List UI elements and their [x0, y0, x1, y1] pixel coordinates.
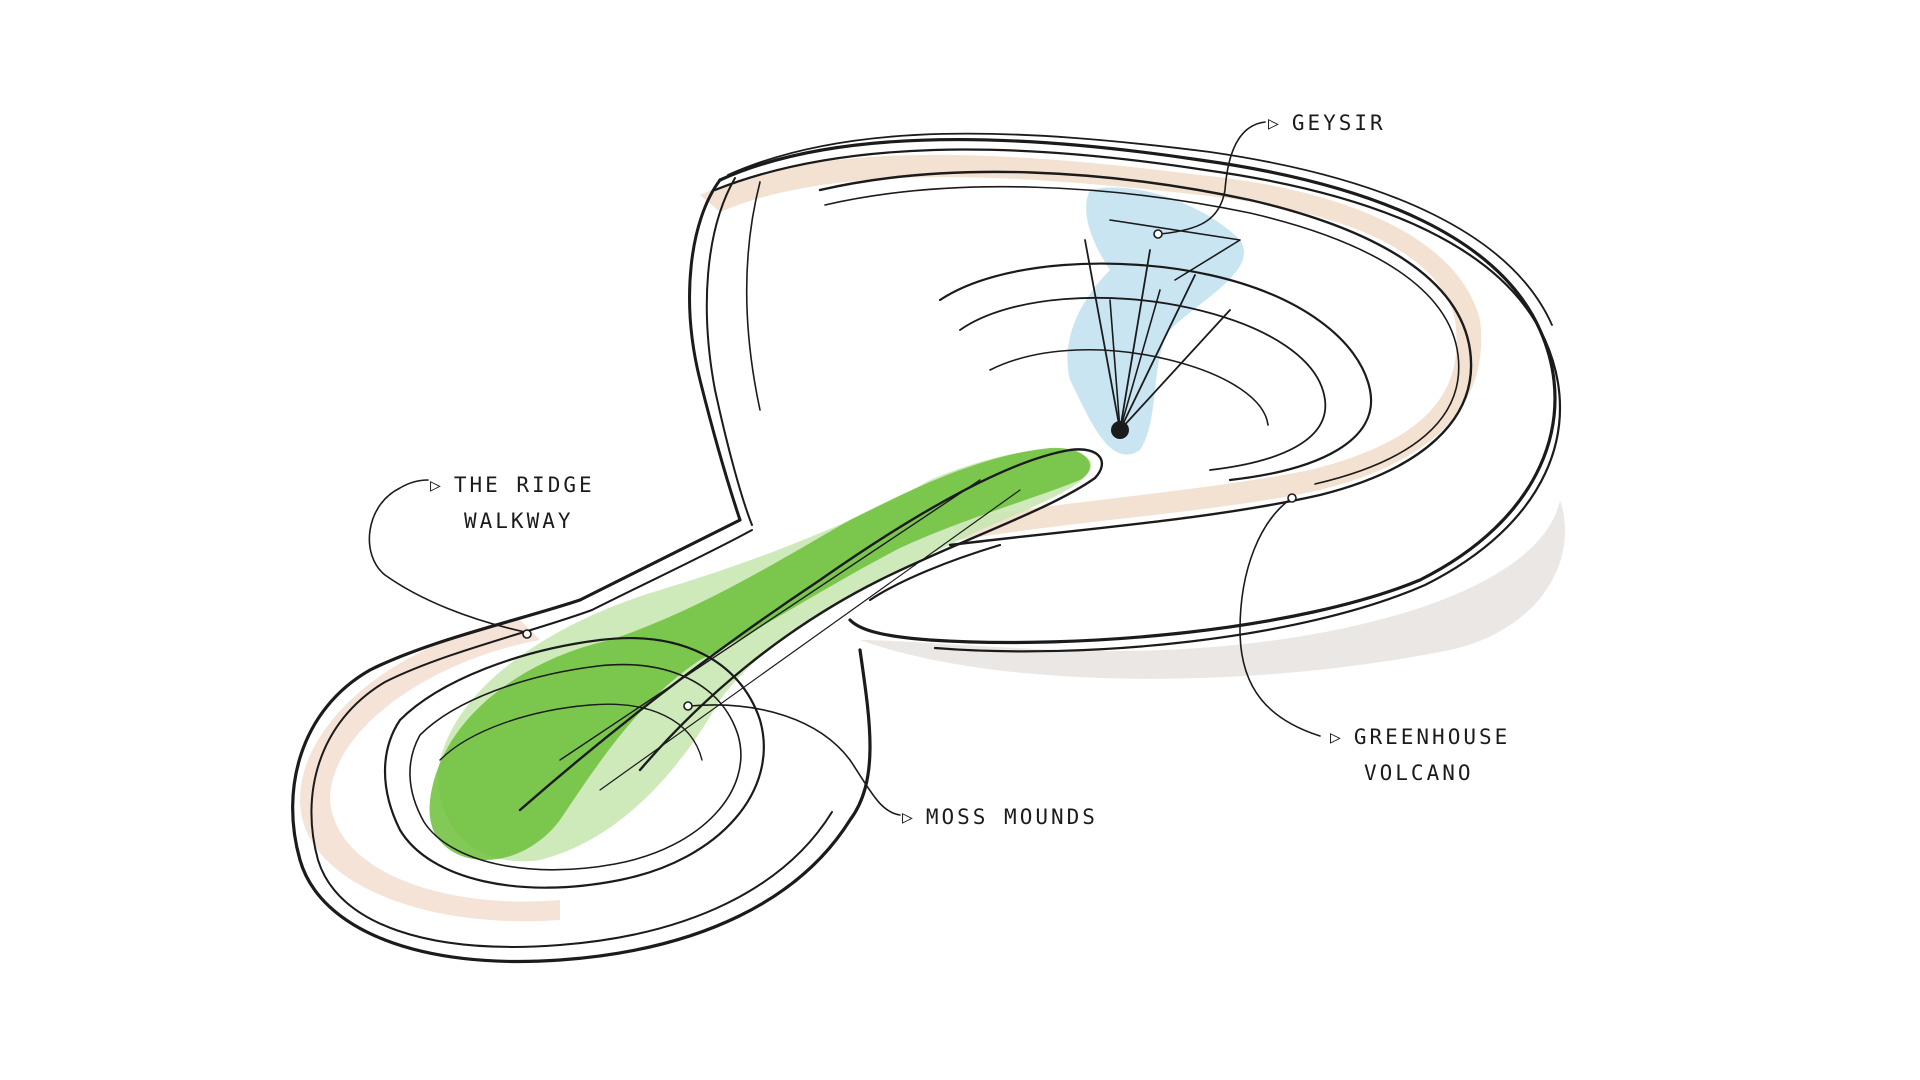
label-geysir: ▷ GEYSIR	[1268, 106, 1386, 142]
arrow-marker-icon: ▷	[1268, 113, 1282, 134]
label-moss-text: MOSS MOUNDS	[925, 805, 1098, 829]
crater-shadow-wash	[860, 500, 1566, 679]
label-moss-mounds: ▷ MOSS MOUNDS	[902, 800, 1098, 836]
label-greenhouse-volcano: ▷ GREENHOUSE VOLCANO	[1330, 720, 1510, 790]
ink-linework	[291, 121, 1562, 964]
moss-green-wash	[429, 447, 1090, 860]
label-greenhouse-line2: VOLCANO	[1364, 761, 1474, 785]
label-greenhouse-line1: GREENHOUSE	[1353, 725, 1511, 749]
label-ridge-line1: THE RIDGE	[453, 473, 595, 497]
arrow-marker-icon: ▷	[430, 475, 444, 496]
arrow-marker-icon: ▷	[1330, 727, 1344, 748]
label-geysir-text: GEYSIR	[1291, 111, 1386, 135]
arrow-marker-icon: ▷	[902, 807, 916, 828]
label-ridge-line2: WALKWAY	[464, 509, 574, 533]
label-ridge-walkway: ▷ THE RIDGE WALKWAY	[430, 468, 595, 538]
